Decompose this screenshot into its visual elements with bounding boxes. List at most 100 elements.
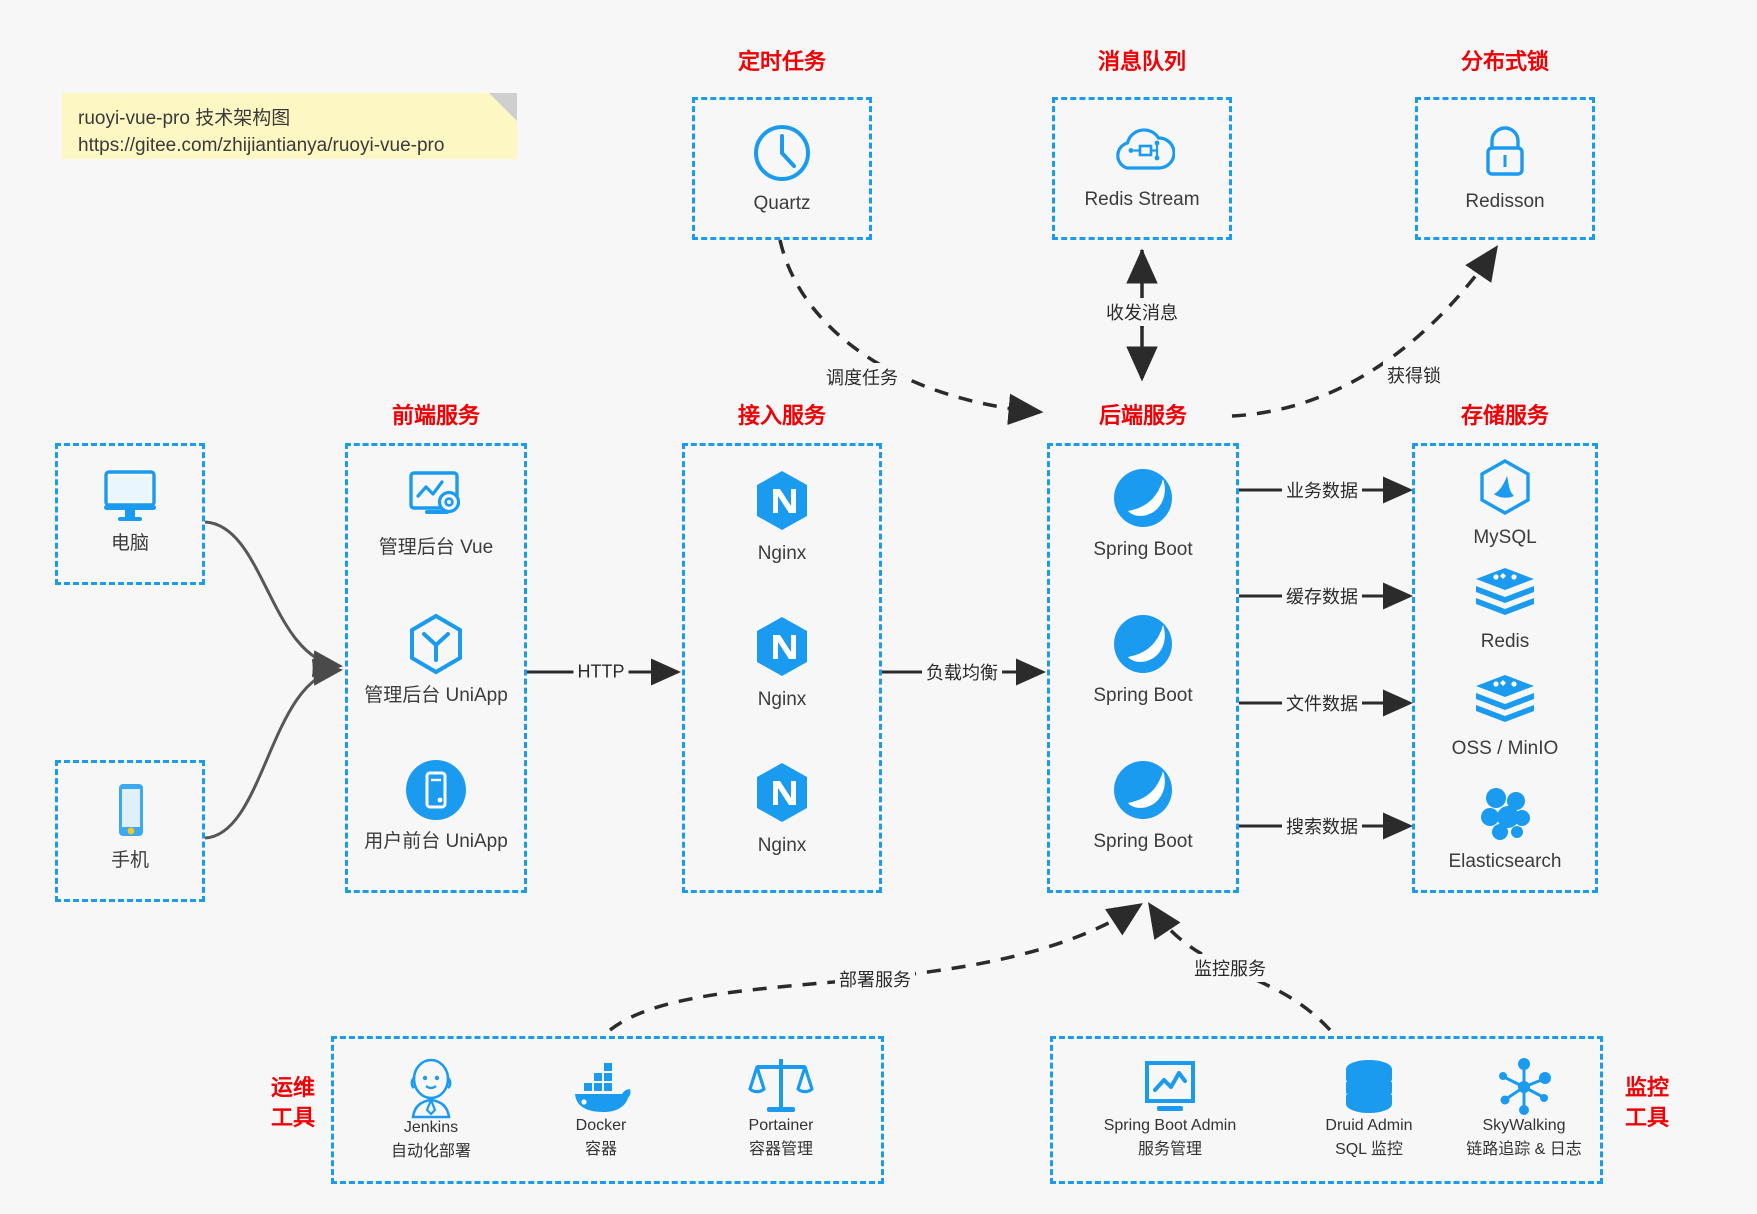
group-frontend: 管理后台 Vue 管理后台 UniApp 用户前台 UniApp <box>345 443 527 893</box>
group-title-scheduler: 定时任务 <box>737 49 826 74</box>
edge-label-search-data: 搜索数据 <box>1282 812 1362 840</box>
node-skywalking[interactable]: SkyWalking 链路追踪 & 日志 <box>1449 1057 1599 1159</box>
docker-icon <box>575 1063 631 1112</box>
node-nginx-3[interactable]: Nginx <box>685 760 879 858</box>
edge-label-file-data: 文件数据 <box>1282 689 1362 717</box>
group-scheduler: Quartz <box>692 97 872 240</box>
node-portainer[interactable]: Portainer 容器管理 <box>706 1053 856 1159</box>
node-label: Spring Boot <box>1093 685 1193 706</box>
node-user-uniapp[interactable]: 用户前台 UniApp <box>348 758 524 854</box>
node-redisson[interactable]: Redisson <box>1418 122 1592 214</box>
node-springboot-3[interactable]: Spring Boot <box>1050 758 1236 854</box>
devops-title-line1: 运维 <box>270 1075 315 1100</box>
group-storage: MySQL Redis OSS / MinIO <box>1412 443 1598 893</box>
group-title-gateway: 接入服务 <box>737 403 826 428</box>
node-label: Jenkins <box>403 1119 459 1136</box>
node-nginx-1[interactable]: Nginx <box>685 468 879 566</box>
node-sublabel: 服务管理 <box>1137 1141 1202 1158</box>
monitor-title-line1: 监控 <box>1624 1075 1669 1100</box>
portainer-icon <box>748 1059 814 1112</box>
monitor-icon <box>104 470 156 521</box>
node-label: 管理后台 UniApp <box>364 685 508 706</box>
dashboard-gear-icon <box>409 471 461 514</box>
node-label: Redis Stream <box>1084 189 1200 210</box>
node-label: Redis <box>1480 631 1530 652</box>
spring-boot-icon <box>1114 469 1172 527</box>
node-sublabel: 容器管理 <box>748 1141 813 1158</box>
node-label: 手机 <box>110 850 149 871</box>
node-oss-minio[interactable]: OSS / MinIO <box>1415 671 1595 761</box>
group-client-mobile: 手机 <box>55 760 205 902</box>
skywalking-icon <box>1499 1058 1551 1115</box>
node-admin-uniapp[interactable]: 管理后台 UniApp <box>348 612 524 708</box>
mobile-app-icon <box>406 760 466 820</box>
node-label: 电脑 <box>110 533 149 554</box>
edge-label-send-receive-message: 收发消息 <box>1102 298 1182 326</box>
diagram-note: ruoyi-vue-pro 技术架构图 https://gitee.com/zh… <box>62 93 517 159</box>
cloud-stream-icon <box>1116 128 1175 170</box>
node-jenkins[interactable]: Jenkins 自动化部署 <box>356 1055 506 1161</box>
hexagon-uniapp-icon <box>410 613 462 675</box>
node-docker[interactable]: Docker 容器 <box>526 1061 676 1159</box>
node-redis-stream[interactable]: Redis Stream <box>1055 122 1229 212</box>
node-elasticsearch[interactable]: Elasticsearch <box>1415 784 1595 874</box>
node-label: Nginx <box>757 689 807 710</box>
edge-label-acquire-lock: 获得锁 <box>1383 361 1445 389</box>
edge-label-cache-data: 缓存数据 <box>1282 582 1362 610</box>
node-label: Redisson <box>1465 191 1545 212</box>
group-title-lock: 分布式锁 <box>1460 49 1549 74</box>
node-label: Portainer <box>748 1117 814 1134</box>
node-label: Docker <box>575 1117 627 1134</box>
node-mysql[interactable]: MySQL <box>1415 458 1595 550</box>
node-nginx-2[interactable]: Nginx <box>685 614 879 712</box>
group-devops: Jenkins 自动化部署 Docker 容器 <box>331 1036 884 1184</box>
edge-label-schedule-task: 调度任务 <box>822 363 902 391</box>
note-url: https://gitee.com/zhijiantianya/ruoyi-vu… <box>78 135 445 156</box>
node-druid-admin[interactable]: Druid Admin SQL 监控 <box>1289 1057 1449 1159</box>
elasticsearch-icon <box>1481 788 1530 840</box>
mysql-icon <box>1480 459 1530 515</box>
node-springboot-1[interactable]: Spring Boot <box>1050 466 1236 562</box>
edge-label-deploy-service: 部署服务 <box>835 965 915 993</box>
group-monitor: Spring Boot Admin 服务管理 Druid Admin SQL 监… <box>1050 1036 1603 1184</box>
group-title-mq: 消息队列 <box>1097 49 1186 74</box>
group-backend: Spring Boot Spring Boot Spring Boot <box>1047 443 1239 893</box>
node-label: SkyWalking <box>1482 1117 1566 1134</box>
nginx-icon <box>757 471 807 530</box>
node-label: Nginx <box>757 543 807 564</box>
redis-icon <box>1476 568 1534 615</box>
note-fold-corner <box>489 93 517 121</box>
node-sublabel: 链路追踪 & 日志 <box>1466 1141 1582 1158</box>
node-sublabel: 自动化部署 <box>390 1143 471 1160</box>
group-mq: Redis Stream <box>1052 97 1232 240</box>
monitor-title-line2: 工具 <box>1624 1105 1669 1130</box>
database-icon <box>1346 1060 1392 1113</box>
node-sublabel: 容器 <box>584 1141 617 1158</box>
node-springboot-2[interactable]: Spring Boot <box>1050 612 1236 708</box>
group-title-frontend: 前端服务 <box>391 403 480 428</box>
node-label: Quartz <box>753 193 811 214</box>
oss-minio-icon <box>1476 675 1534 722</box>
lock-icon <box>1486 126 1524 176</box>
node-pc[interactable]: 电脑 <box>58 462 202 556</box>
node-redis[interactable]: Redis <box>1415 564 1595 654</box>
monitor-chart-icon <box>1145 1061 1195 1111</box>
edge-label-http: HTTP <box>573 660 629 684</box>
node-mobile[interactable]: 手机 <box>58 779 202 873</box>
nginx-icon <box>757 617 807 676</box>
group-title-storage: 存储服务 <box>1460 403 1549 428</box>
spring-boot-icon <box>1114 615 1172 673</box>
group-gateway: Nginx Nginx Nginx <box>682 443 882 893</box>
jenkins-icon <box>410 1058 452 1119</box>
group-lock: Redisson <box>1415 97 1595 240</box>
node-label: MySQL <box>1473 527 1537 548</box>
node-label: OSS / MinIO <box>1451 738 1559 759</box>
node-quartz[interactable]: Quartz <box>695 122 869 216</box>
node-sublabel: SQL 监控 <box>1335 1141 1403 1158</box>
node-spring-boot-admin[interactable]: Spring Boot Admin 服务管理 <box>1065 1057 1275 1159</box>
group-title-monitor: 监控 工具 <box>1612 1073 1682 1133</box>
node-admin-vue[interactable]: 管理后台 Vue <box>348 466 524 560</box>
edge-label-monitor-service: 监控服务 <box>1190 954 1270 982</box>
clock-icon <box>754 125 810 181</box>
